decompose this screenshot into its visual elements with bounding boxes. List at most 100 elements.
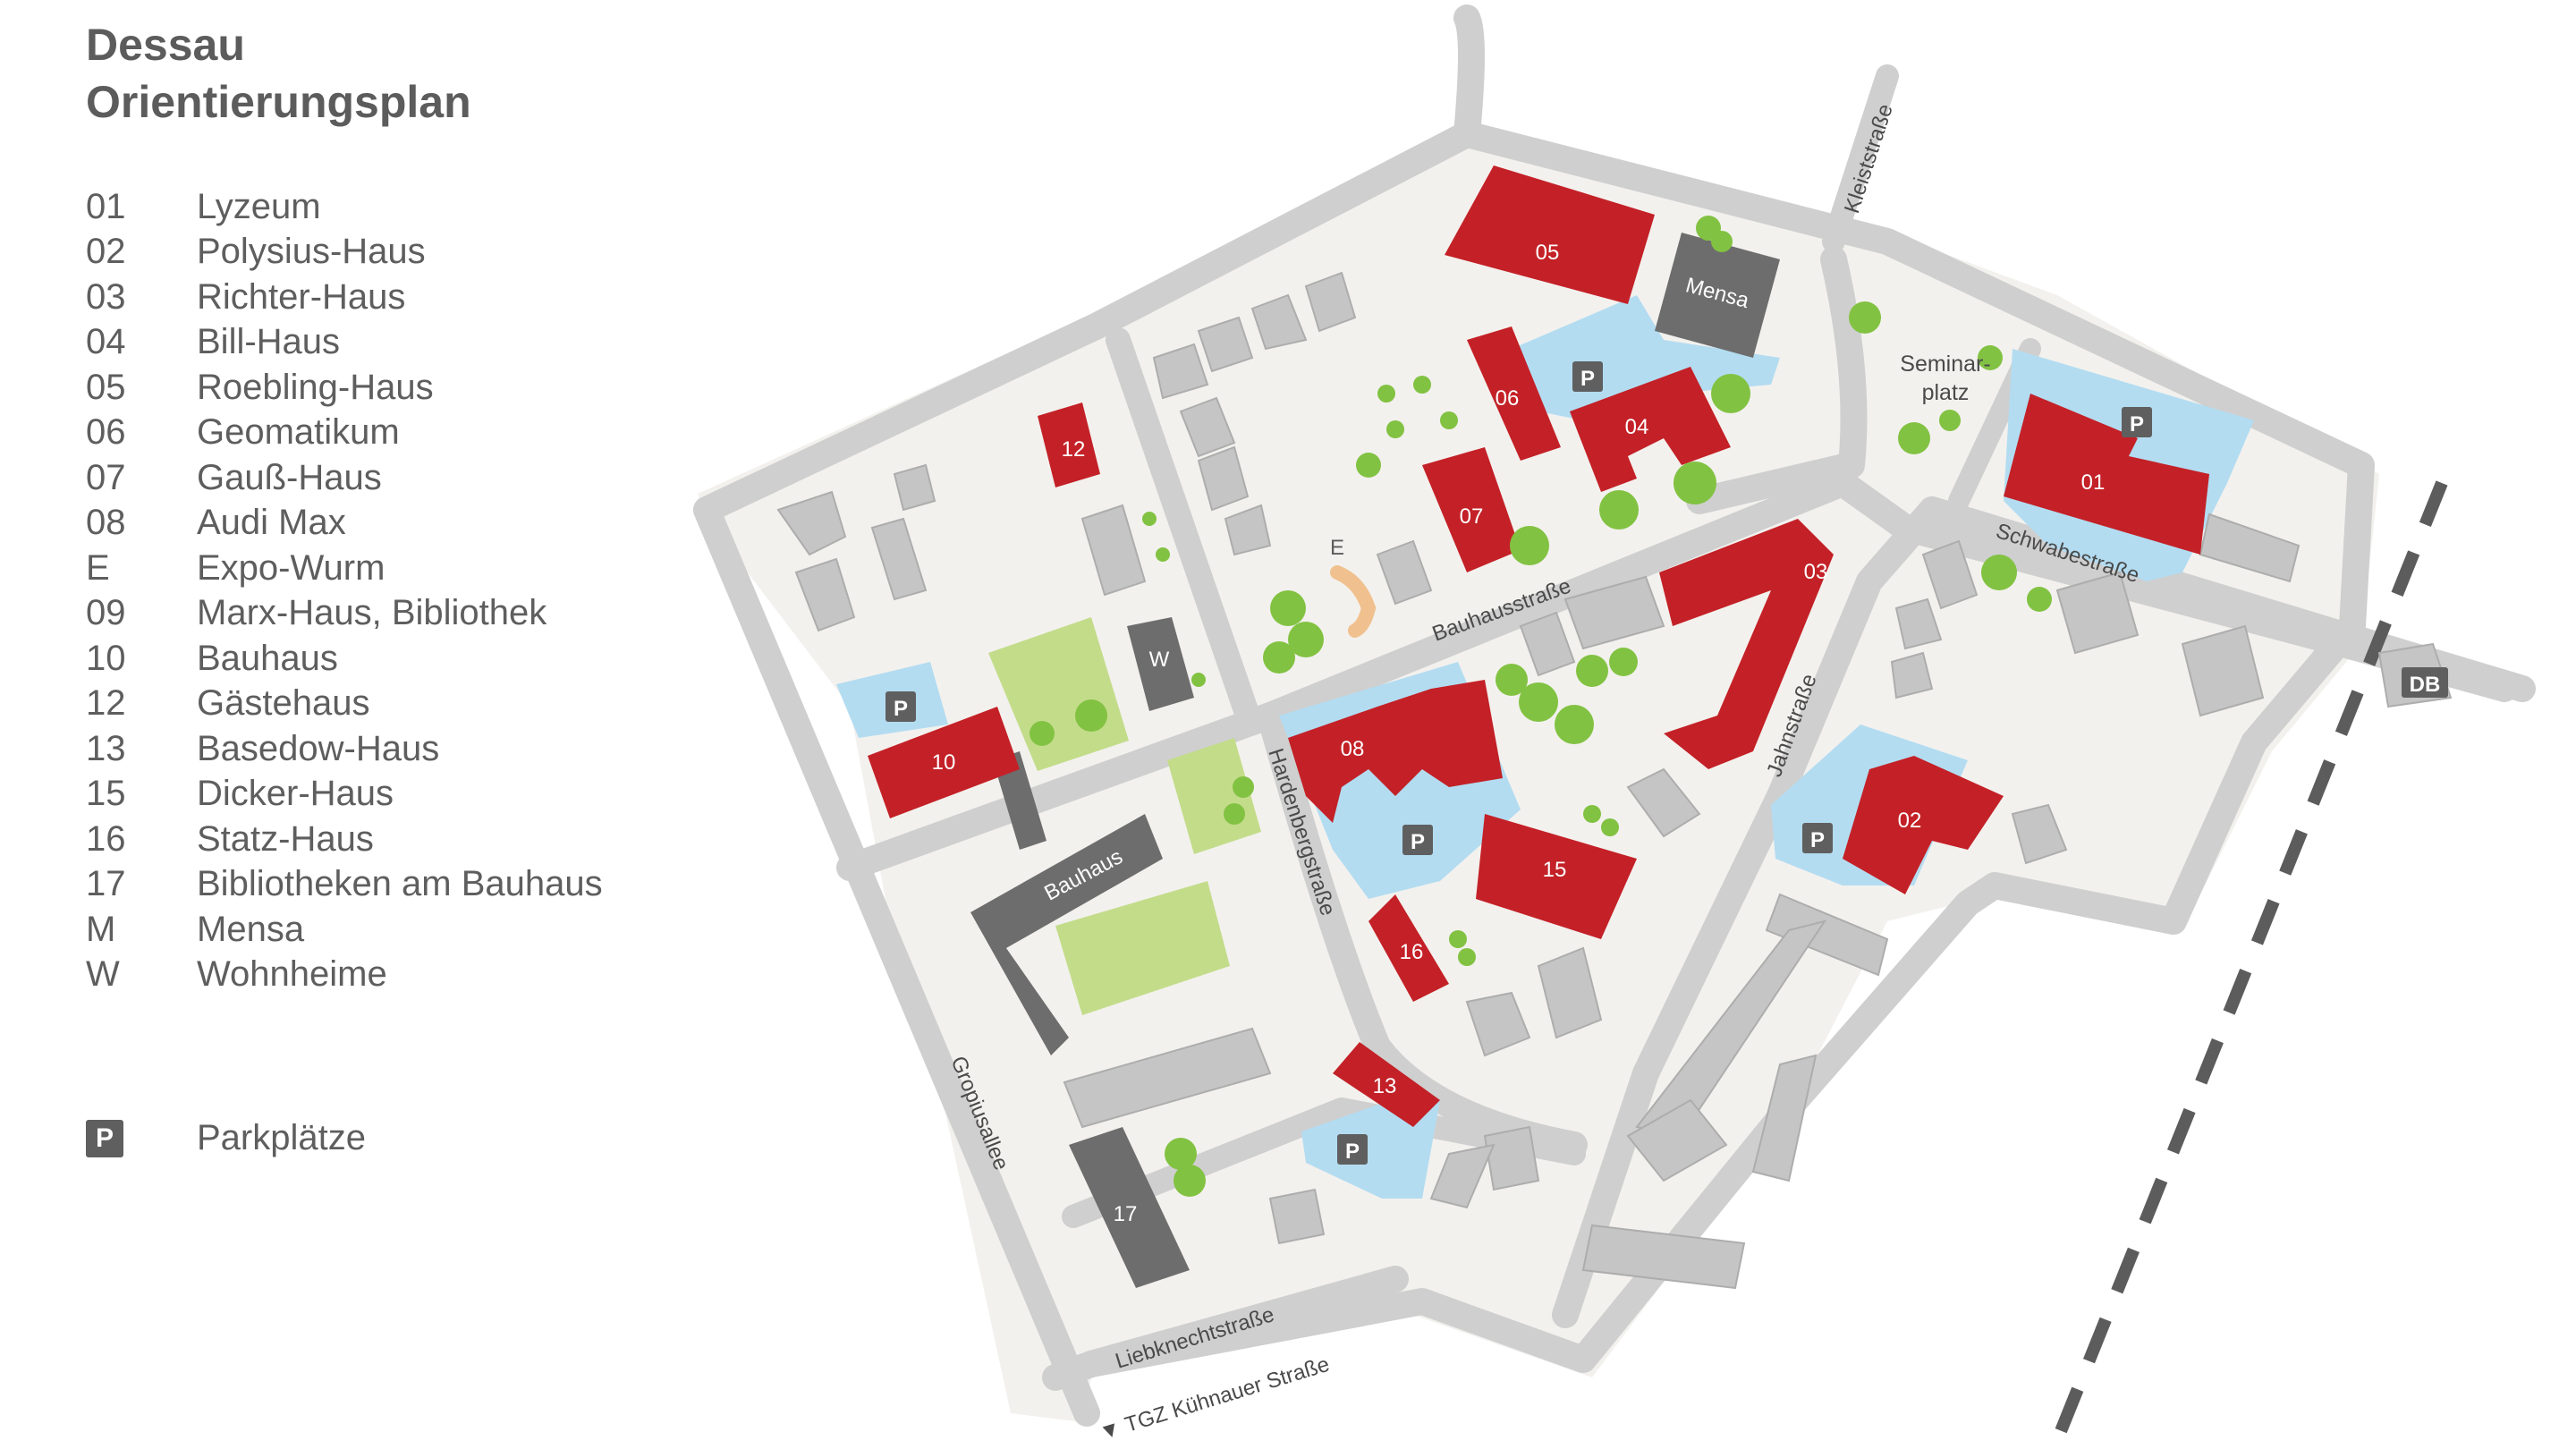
legend-label: Geomatikum: [197, 412, 400, 453]
tree-icon: [1156, 547, 1170, 562]
parking-label: P: [1580, 367, 1595, 391]
tree-icon: [1377, 385, 1395, 402]
building-grey: [1537, 946, 1603, 1039]
road-bauhausstrasse: [836, 470, 2357, 881]
legend-label: Wohnheime: [197, 954, 387, 995]
legend-label: Lyzeum: [197, 186, 321, 226]
label-16: 16: [1400, 940, 1424, 964]
tree-icon: [1674, 462, 1716, 504]
tree-icon: [1263, 641, 1295, 674]
tree-icon: [1030, 721, 1055, 746]
parking-icon: P: [86, 1119, 123, 1157]
legend-code: 03: [86, 276, 126, 317]
parking-label: P: [894, 697, 908, 721]
green-field-west: [988, 617, 1129, 771]
legend-item[interactable]: M Mensa: [86, 907, 712, 953]
expo-wurm: [1330, 565, 1377, 638]
road-west-vertical: [1106, 327, 1260, 728]
tree-icon: [1599, 490, 1639, 530]
tree-icon: [1413, 376, 1431, 394]
building-bauhaus: [970, 814, 1163, 1055]
tree-icon: [1191, 673, 1206, 687]
building-05: [1445, 165, 1655, 304]
label-15: 15: [1543, 858, 1567, 882]
building-grey: [893, 463, 936, 512]
label-02: 02: [1898, 809, 1922, 833]
road-north-curve: [1453, 4, 1485, 148]
building-01: [2004, 394, 2209, 555]
water-area-basedow: [1301, 1100, 1440, 1199]
building-grey: [1465, 991, 1531, 1057]
grey-buildings: [776, 271, 2453, 1290]
building-grey: [1581, 1224, 1746, 1290]
legend-label: Marx-Haus, Bibliothek: [197, 593, 547, 633]
tree-icon: [1711, 374, 1750, 413]
tree-icon: [1555, 705, 1594, 744]
parking-icon[interactable]: [886, 691, 916, 722]
label-13: 13: [1373, 1074, 1397, 1098]
parking-icon[interactable]: [1572, 361, 1603, 392]
tree-icon: [1978, 345, 2003, 370]
dark-buildings: [970, 233, 1780, 1288]
label-05: 05: [1536, 241, 1560, 265]
building-grey: [1080, 504, 1147, 597]
db-label: DB: [2410, 673, 2441, 697]
green-field-center: [1167, 738, 1261, 854]
parking-label: P: [1810, 828, 1825, 852]
road-hardenberg: [1257, 702, 1588, 1158]
legend-label: Mensa: [197, 909, 305, 949]
building-grey: [1224, 504, 1272, 556]
legend-label: Expo-Wurm: [197, 547, 386, 588]
building-16: [1368, 894, 1449, 1002]
db-icon[interactable]: [2402, 667, 2448, 698]
parking-icon[interactable]: [1402, 825, 1433, 855]
building-grey: [1250, 293, 1308, 351]
legend-label: Statz-Haus: [197, 818, 374, 859]
tree-icon: [1609, 648, 1638, 676]
parking-icon[interactable]: [1802, 823, 1833, 853]
tree-icon: [2027, 587, 2052, 612]
legend-code: 07: [86, 457, 126, 497]
road-network: [693, 4, 2536, 1427]
tree-icon: [1849, 301, 1881, 334]
building-17: [1069, 1127, 1190, 1288]
building-04: [1570, 367, 1731, 492]
tree-icon: [1440, 411, 1458, 429]
building-07: [1422, 447, 1521, 572]
tree-icon: [1075, 699, 1107, 732]
building-labels: 05 06 04 07 12 03 01 08 10 15 16 02 13 1…: [932, 241, 2106, 1226]
label-03: 03: [1804, 560, 1828, 584]
tree-icon: [1601, 818, 1619, 836]
legend-label: Bill-Haus: [197, 322, 341, 362]
building-10: [868, 707, 1020, 818]
parking-icon[interactable]: [1337, 1134, 1368, 1165]
legend-code: 05: [86, 367, 126, 407]
tree-icon: [1576, 655, 1608, 687]
label-10: 10: [932, 750, 956, 775]
parking-icon[interactable]: [2122, 407, 2152, 437]
building-grey: [1197, 316, 1254, 373]
legend-label: Bauhaus: [197, 638, 338, 678]
legend-code: M: [86, 909, 116, 949]
bauhaus-bridge: [993, 751, 1046, 850]
